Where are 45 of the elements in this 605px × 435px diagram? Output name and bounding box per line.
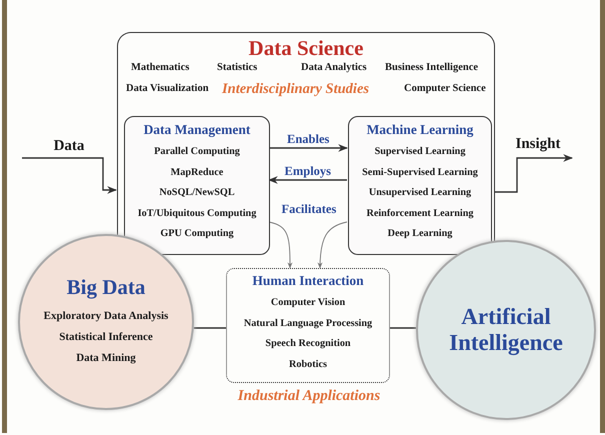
field-label: Business Intelligence xyxy=(385,62,478,73)
item-label: Data Mining xyxy=(76,350,136,366)
item-label: MapReduce xyxy=(170,166,224,180)
item-label: Exploratory Data Analysis xyxy=(44,308,168,324)
group-caption: Industrial Applications xyxy=(236,388,382,405)
item-label: Statistical Inference xyxy=(59,330,153,345)
heading: Machine Learning xyxy=(366,122,474,138)
item-label: Supervised Learning xyxy=(374,145,466,159)
field-label: Data Visualization xyxy=(126,83,209,94)
field-label: Statistics xyxy=(217,62,258,73)
field-label: Mathematics xyxy=(131,62,190,73)
field-label: Data Analytics xyxy=(301,62,367,73)
item-label: GPU Computing xyxy=(160,227,234,241)
section-subtitle: Interdisciplinary Studies xyxy=(222,81,370,98)
topic-box xyxy=(124,116,270,255)
arrow xyxy=(495,154,573,193)
item-label: Computer Vision xyxy=(270,296,346,310)
item-label: Speech Recognition xyxy=(265,337,351,351)
item-label: Natural Language Processing xyxy=(244,316,372,330)
item-label: IoT/Ubiquitous Computing xyxy=(138,206,256,220)
heading: Data Management xyxy=(144,122,250,138)
heading: Artificial Intelligence xyxy=(448,304,564,356)
topic-box xyxy=(348,116,492,255)
item-label: Robotics xyxy=(289,358,327,372)
edge-label: Employs xyxy=(282,164,334,179)
flow-label: Data xyxy=(54,138,84,154)
item-label: Reinforcement Learning xyxy=(366,206,474,220)
item-label: Parallel Computing xyxy=(154,145,240,159)
item-label: Deep Learning xyxy=(388,227,452,241)
item-label: Semi-Supervised Learning xyxy=(362,166,478,180)
arrow xyxy=(268,222,292,269)
item-label: NoSQL/NewSQL xyxy=(159,186,235,200)
arrow xyxy=(22,157,117,194)
flow-label: Insight xyxy=(515,136,561,152)
field-label: Computer Science xyxy=(404,83,486,94)
item-label: Unsupervised Learning xyxy=(368,186,472,200)
connector-line xyxy=(194,327,226,329)
section-title: Data Science xyxy=(248,36,364,61)
connector-line xyxy=(390,327,416,329)
heading: Big Data xyxy=(66,275,146,300)
arrow xyxy=(269,144,348,152)
arrow xyxy=(268,176,347,184)
heading: Human Interaction xyxy=(252,273,364,289)
arrow xyxy=(318,222,348,269)
section-panel xyxy=(117,32,495,258)
